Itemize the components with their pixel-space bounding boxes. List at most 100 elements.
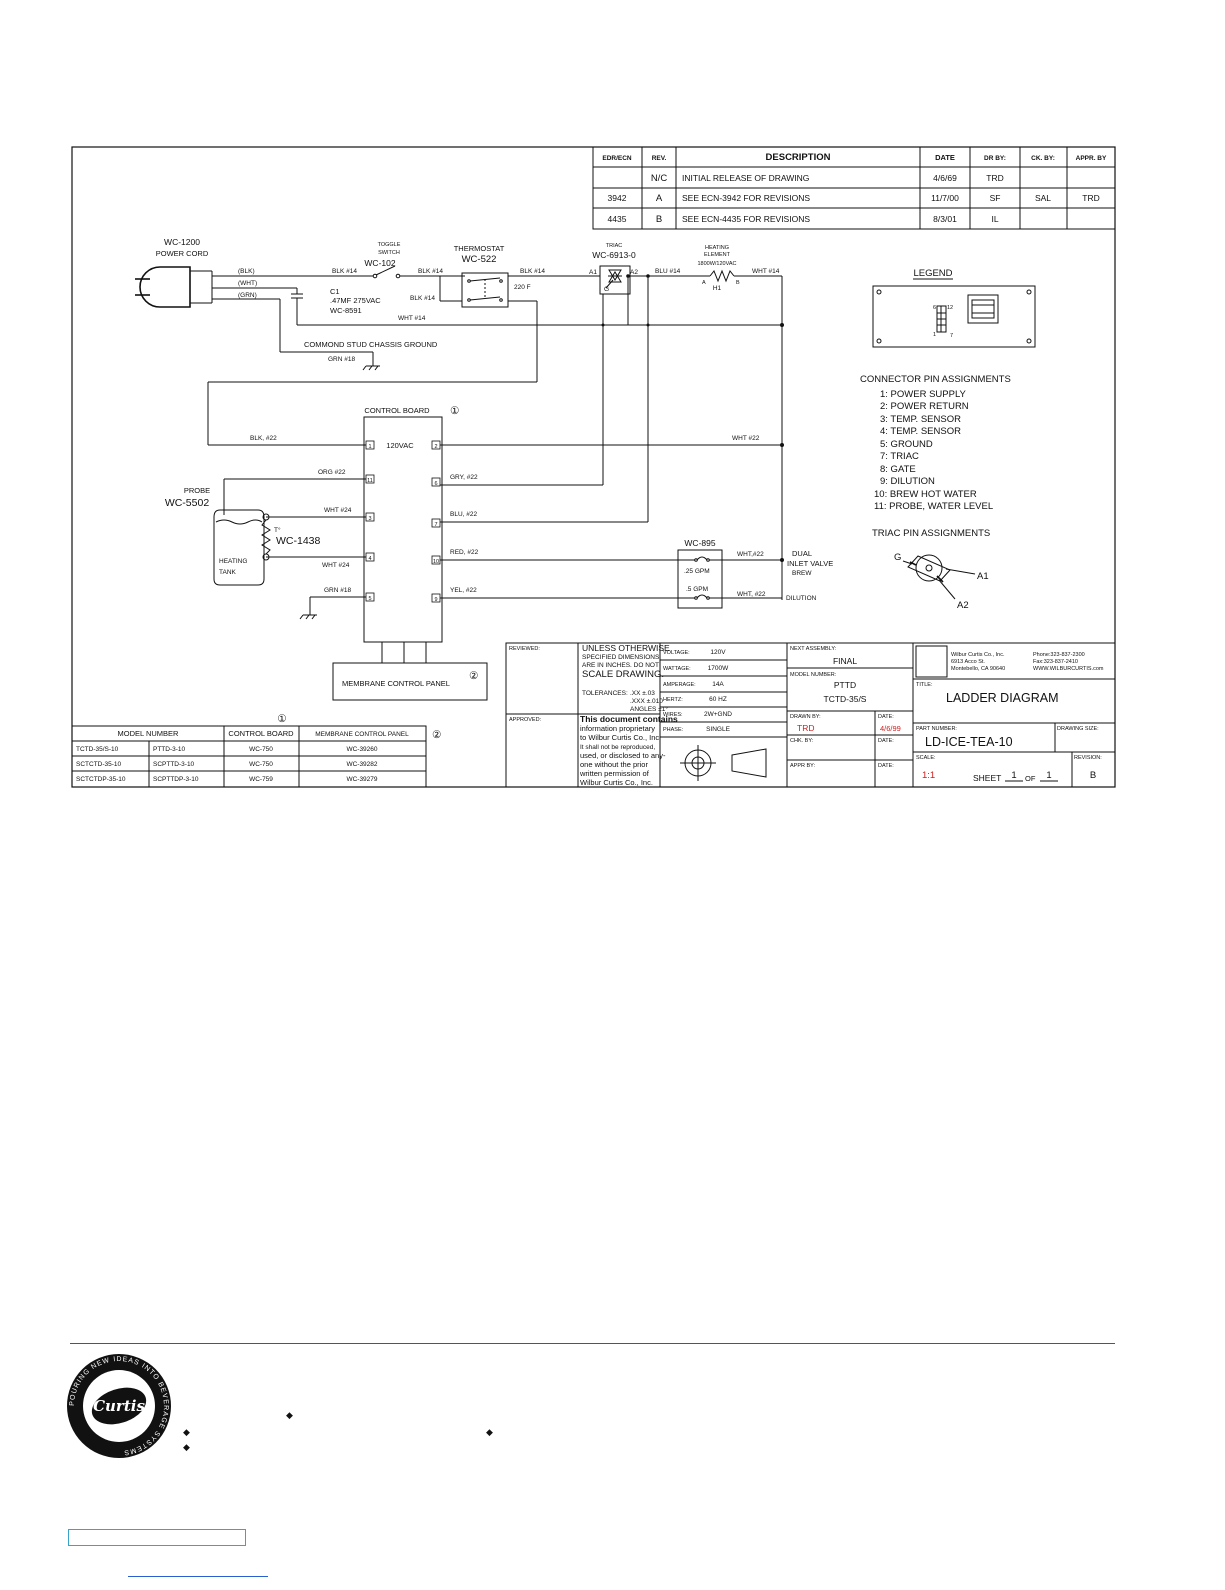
tb-note: UNLESS OTHERWISE [582, 643, 670, 653]
cap-part: WC-8591 [330, 306, 362, 315]
drawn-by-label: DRAWN BY: [790, 714, 821, 720]
toggle-switch-icon [372, 265, 401, 279]
inlet-valve-icon [677, 549, 723, 609]
footer-bullet: ◆ [183, 1442, 190, 1452]
rev-header-ecn: EDR/ECN [602, 155, 632, 162]
conn-pin: 3: TEMP. SENSOR [880, 414, 961, 425]
cord-part: WC-1200 [164, 237, 200, 247]
drawn-by: TRD [797, 723, 814, 733]
board-pin: 9 [434, 597, 437, 603]
heat-label-1: HEATING [705, 245, 729, 251]
date-label: DATE: [878, 763, 894, 769]
heating-element-icon [709, 269, 735, 283]
drawing-size-label: DRAWING SIZE: [1057, 726, 1099, 732]
contact-line: WWW.WILBURCURTIS.com [1033, 666, 1104, 672]
curtis-logo: Curtis POURING NEW IDEAS INTO BEVERAGE S… [67, 1354, 171, 1458]
wire-label-wht22b: WHT,#22 [737, 551, 764, 558]
spec-key: HERTZ: [663, 697, 683, 703]
thermostat-icon [461, 272, 509, 308]
spec-key: AMPERAGE: [663, 682, 696, 688]
rev-header-appr: APPR. BY [1076, 155, 1107, 162]
triac-pin-a2: A2 [630, 269, 638, 276]
rev-row-appr: TRD [1082, 193, 1099, 203]
wire-label-gry22: GRY, #22 [450, 474, 478, 481]
footer-link-box[interactable] [68, 1529, 246, 1546]
board-pin: 2 [434, 444, 437, 450]
triac-part: WC-6913-0 [592, 250, 636, 260]
footer-bullet: ◆ [183, 1427, 190, 1437]
conn-pin: 7: TRIAC [880, 451, 919, 462]
triac-package-a2: A2 [957, 600, 969, 611]
tolerance: .XXX ±.010 [630, 698, 663, 705]
conn-pin: 8: GATE [880, 464, 916, 475]
appr-by-label: APPR BY: [790, 763, 816, 769]
proprietary: one without the prior [580, 760, 648, 769]
rev-row-dr: SF [990, 193, 1001, 203]
footer-bullet: ◆ [486, 1427, 493, 1437]
spec-value: SINGLE [706, 726, 731, 733]
model-cell: WC-759 [249, 776, 273, 783]
thermostat-label: THERMOSTAT [454, 244, 505, 253]
legend: LEGEND 6 12 1 7 CONNECTOR PIN ASSIGNMENT… [860, 268, 1036, 611]
wire-label-grn18: GRN #18 [324, 587, 351, 594]
control-board-box [363, 416, 443, 643]
model-table-note-2: ② [432, 729, 442, 741]
rev-header-ck: CK. BY: [1031, 155, 1055, 162]
chk-by-label: CHK. BY: [790, 738, 814, 744]
probe-label: PROBE [184, 486, 210, 495]
heat-ref: H1 [713, 285, 722, 292]
tb-note: ARE IN INCHES. DO NOT [582, 662, 659, 669]
toggle-label-1: TOGGLE [378, 242, 401, 248]
rev-row-rev: N/C [651, 173, 668, 184]
model-cell: SCPTTD-3-10 [153, 761, 195, 768]
model-cell: SCPTTDP-3-10 [153, 776, 199, 783]
board-pin: 11 [367, 478, 373, 484]
sheet-total: 1 [1046, 770, 1051, 781]
rev-header-rev: REV. [652, 155, 667, 162]
conn-pin: 5: GROUND [880, 439, 933, 450]
conn-pin: 9: DILUTION [880, 476, 935, 487]
wire-label-red22: RED, #22 [450, 549, 479, 556]
scale-label: SCALE: [916, 755, 936, 761]
triac-package-g: G [894, 552, 901, 563]
schematic: WC-1200 POWER CORD (BLK) (WHT) (GRN) BLK… [135, 237, 833, 701]
valve-inlet: INLET VALVE [787, 559, 833, 568]
spec-value: 14A [712, 681, 724, 688]
reviewed-label: REVIEWED: [509, 646, 540, 652]
rev-row-ecn: 4435 [608, 214, 627, 224]
proprietary: This document contains [580, 714, 678, 724]
rev-row-date: 11/7/00 [931, 193, 959, 203]
tb-note: SPECIFIED DIMENSIONS [582, 654, 660, 661]
company-line: 6913 Acco St. [951, 659, 985, 665]
wire-label-wht24: WHT #24 [322, 562, 350, 569]
revision-label: REVISION: [1074, 755, 1102, 761]
rev-header-date: DATE [935, 153, 955, 162]
wire-grn-label: (GRN) [238, 292, 257, 299]
valve-gpm-2: .5 GPM [686, 586, 708, 593]
company-line: Wilbur Curtis Co., Inc. [951, 652, 1005, 658]
spec-value: 1700W [708, 665, 729, 672]
spec-key: PHASE: [663, 727, 684, 733]
legend-pin-12: 12 [947, 305, 953, 311]
cap-ref: C1 [330, 287, 340, 296]
rev-row-date: 8/3/01 [933, 214, 957, 224]
probe-part: WC-5502 [165, 497, 210, 509]
rev-row-dr: IL [991, 214, 998, 224]
conn-pin: 11: PROBE, WATER LEVEL [874, 501, 993, 512]
triac-icon [599, 265, 631, 295]
company-logo-box [915, 645, 948, 678]
model-cell: WC-39282 [346, 761, 377, 768]
control-board-note: ① [450, 405, 460, 417]
triac-pin-title: TRIAC PIN ASSIGNMENTS [872, 528, 990, 539]
membrane-note: ② [469, 670, 479, 682]
model-cell: WC-750 [249, 746, 273, 753]
membrane-label: MEMBRANE CONTROL PANEL [342, 679, 450, 688]
wire-label-wht14: WHT #14 [398, 315, 426, 322]
footer-link[interactable] [128, 1576, 268, 1577]
conn-pin: 4: TEMP. SENSOR [880, 426, 961, 437]
rev-header-dr: DR BY: [984, 155, 1006, 162]
sensor-part: WC-1438 [276, 535, 321, 547]
legend-pin-1: 1 [933, 332, 936, 338]
legend-title: LEGEND [913, 268, 952, 279]
toggle-part: WC-102 [364, 258, 395, 268]
